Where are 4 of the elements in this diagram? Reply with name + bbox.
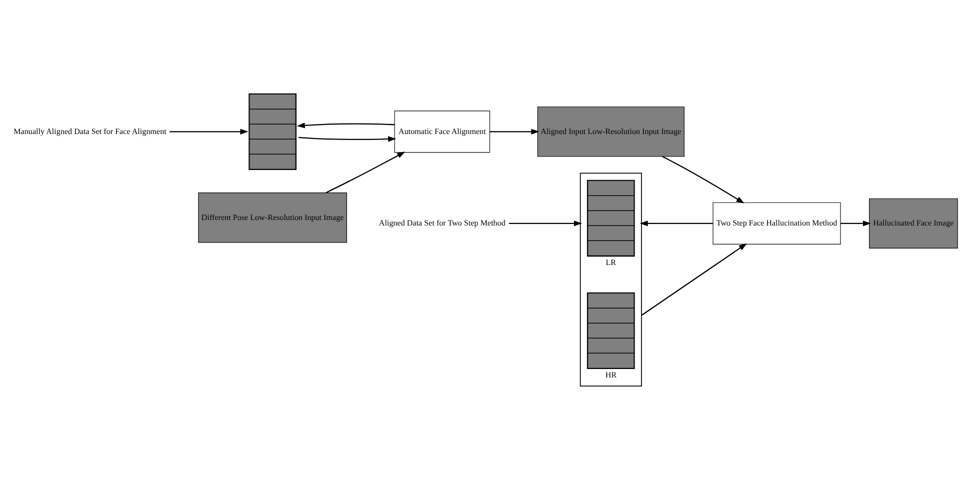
node-text: Manually Aligned Data Set for Face Alignment (14, 126, 166, 136)
node-label: HR (605, 370, 617, 380)
node-text: Aligned Data Set for Two Step Method (378, 218, 506, 228)
node-label: LR (606, 258, 616, 267)
